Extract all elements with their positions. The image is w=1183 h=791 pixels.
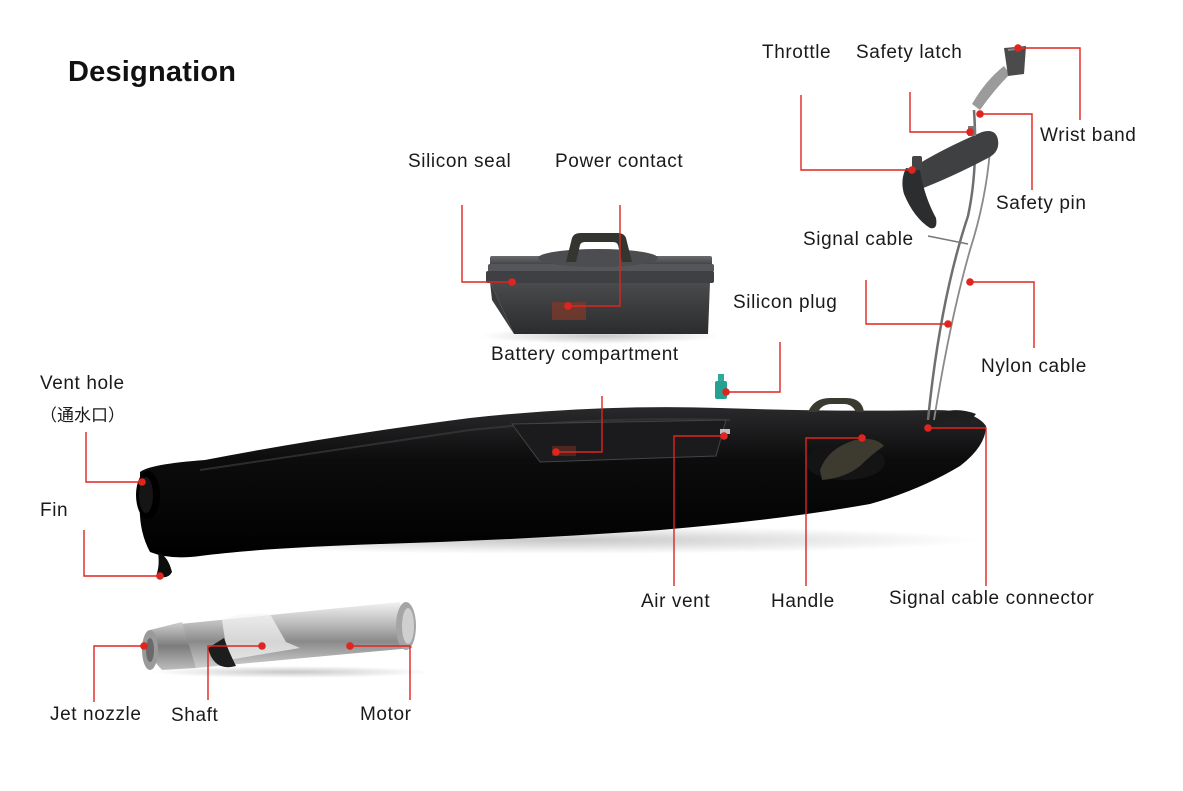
label-silicon-seal: Silicon seal (408, 151, 512, 172)
leader-dots (138, 44, 1022, 650)
label-vent-hole-cn: （通水口） (40, 406, 125, 426)
label-motor: Motor (360, 704, 412, 725)
label-wrist-band: Wrist band (1040, 125, 1137, 146)
label-jet-nozzle: Jet nozzle (50, 704, 142, 725)
label-power-contact: Power contact (555, 151, 684, 172)
label-handle: Handle (771, 591, 835, 612)
label-signal-cable: Signal cable (803, 229, 914, 250)
label-nylon-cable: Nylon cable (981, 356, 1087, 377)
label-silicon-plug: Silicon plug (733, 292, 838, 313)
page-title: Designation (68, 56, 237, 88)
jet-board-hull (136, 398, 986, 578)
label-battery-compartment: Battery compartment (491, 344, 679, 365)
battery-box (480, 233, 720, 344)
motor-assembly (142, 602, 430, 678)
label-safety-pin: Safety pin (996, 193, 1087, 214)
label-throttle: Throttle (762, 42, 832, 63)
leader-lines (83, 47, 1081, 702)
remote-throttle (902, 46, 1026, 421)
label-safety-latch: Safety latch (856, 42, 963, 63)
label-vent-hole: Vent hole (40, 373, 125, 394)
label-air-vent: Air vent (641, 591, 711, 612)
label-shaft: Shaft (171, 705, 219, 726)
label-fin: Fin (40, 500, 69, 521)
label-signal-cable-connector: Signal cable connector (889, 588, 1095, 609)
